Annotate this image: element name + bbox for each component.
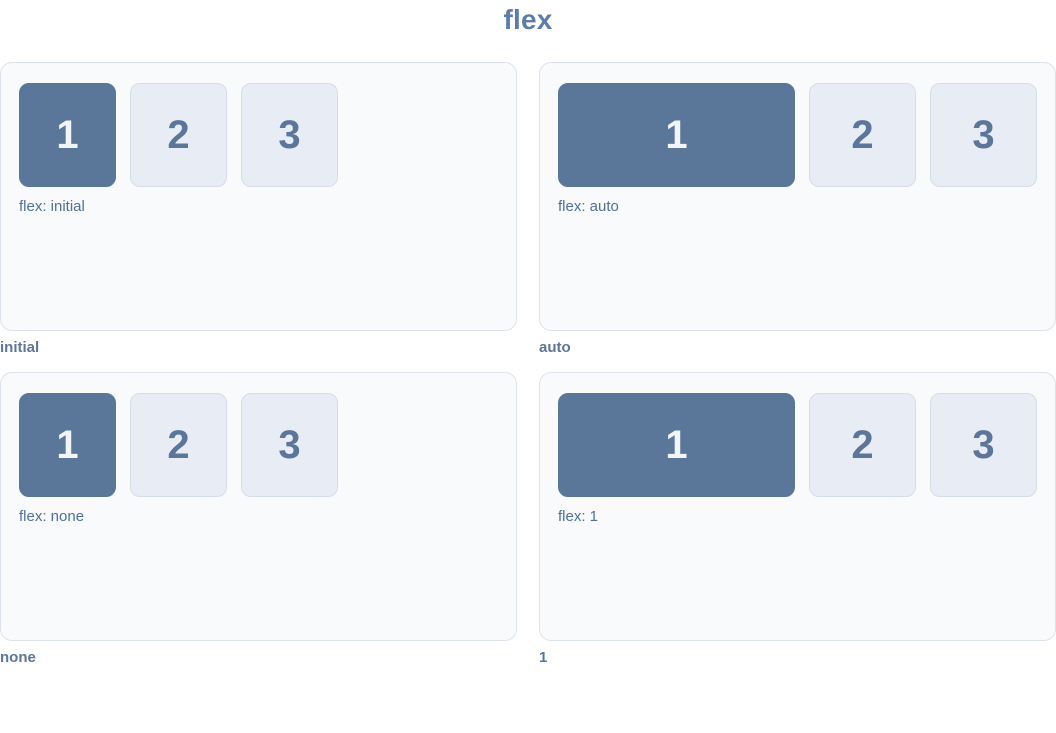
flex-value-label: flex: 1 — [558, 508, 599, 526]
demo-caption: auto — [539, 339, 571, 357]
demo-panel-auto: 1 2 3 flex: auto — [539, 62, 1056, 332]
demo-caption: none — [0, 649, 36, 667]
flex-item-3: 3 — [930, 83, 1037, 188]
demo-1: 1 2 3 flex: 1 1 — [539, 372, 1056, 666]
flex-item-2: 2 — [130, 83, 227, 188]
demo-panel-initial: 1 2 3 flex: initial — [0, 62, 517, 332]
demo-caption: initial — [0, 339, 40, 357]
page-title: flex — [503, 4, 553, 35]
flex-item-1: 1 — [19, 393, 116, 498]
demo-auto: 1 2 3 flex: auto auto — [539, 62, 1056, 356]
demo-panel-1: 1 2 3 flex: 1 — [539, 372, 1056, 642]
flex-item-1: 1 — [558, 83, 795, 188]
flex-row: 1 2 3 — [19, 393, 498, 498]
demo-panel-none: 1 2 3 flex: none — [0, 372, 517, 642]
flex-item-1: 1 — [19, 83, 116, 188]
flex-row: 1 2 3 — [558, 393, 1037, 498]
demo-initial: 1 2 3 flex: initial initial — [0, 62, 517, 356]
flex-row: 1 2 3 — [19, 83, 498, 188]
flex-item-2: 2 — [809, 393, 916, 498]
flex-item-3: 3 — [241, 83, 338, 188]
flex-value-label: flex: none — [19, 508, 85, 526]
flex-item-1: 1 — [558, 393, 795, 498]
flex-item-2: 2 — [130, 393, 227, 498]
flex-value-label: flex: initial — [19, 198, 85, 216]
flex-item-3: 3 — [930, 393, 1037, 498]
flex-item-2: 2 — [809, 83, 916, 188]
demo-none: 1 2 3 flex: none none — [0, 372, 517, 666]
flex-value-label: flex: auto — [558, 198, 619, 216]
flex-row: 1 2 3 — [558, 83, 1037, 188]
demo-grid: 1 2 3 flex: initial initial 1 2 3 flex: … — [0, 62, 1056, 666]
demo-caption: 1 — [539, 649, 548, 667]
flex-item-3: 3 — [241, 393, 338, 498]
